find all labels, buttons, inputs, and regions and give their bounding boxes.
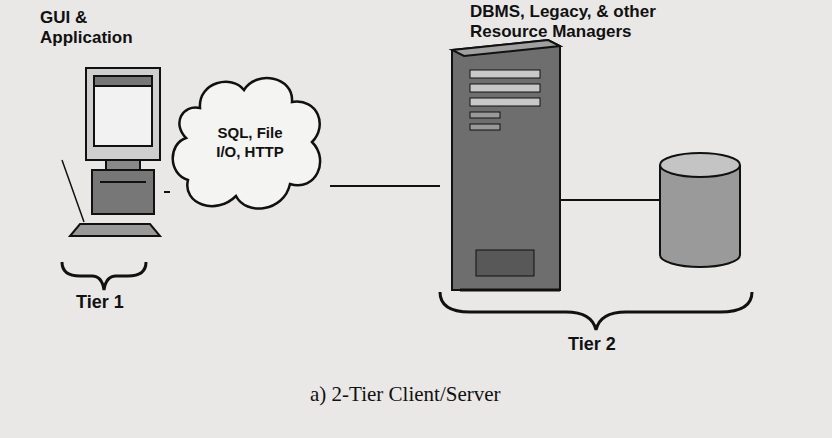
tier-label: Tier 2 <box>568 334 616 355</box>
server-node: DBMS, Legacy, & other Resource Managers <box>440 2 720 294</box>
network-cloud: SQL, File I/O, HTTP <box>170 68 330 218</box>
figure-caption: a) 2-Tier Client/Server <box>310 382 501 407</box>
client-node: GUI & Application <box>40 8 164 248</box>
client-computer <box>62 68 160 236</box>
tier-brace <box>62 262 146 290</box>
protocol-text: SQL, File I/O, HTTP <box>208 124 292 162</box>
database-cylinder <box>660 153 740 267</box>
connector <box>330 186 440 187</box>
server-tower <box>452 40 560 290</box>
node-heading: GUI & Application <box>40 8 164 49</box>
db-link <box>560 199 660 201</box>
tier-label: Tier 1 <box>76 292 124 313</box>
connector <box>164 192 170 193</box>
node-heading: DBMS, Legacy, & other Resource Managers <box>470 2 685 43</box>
tier-brace <box>440 292 752 330</box>
